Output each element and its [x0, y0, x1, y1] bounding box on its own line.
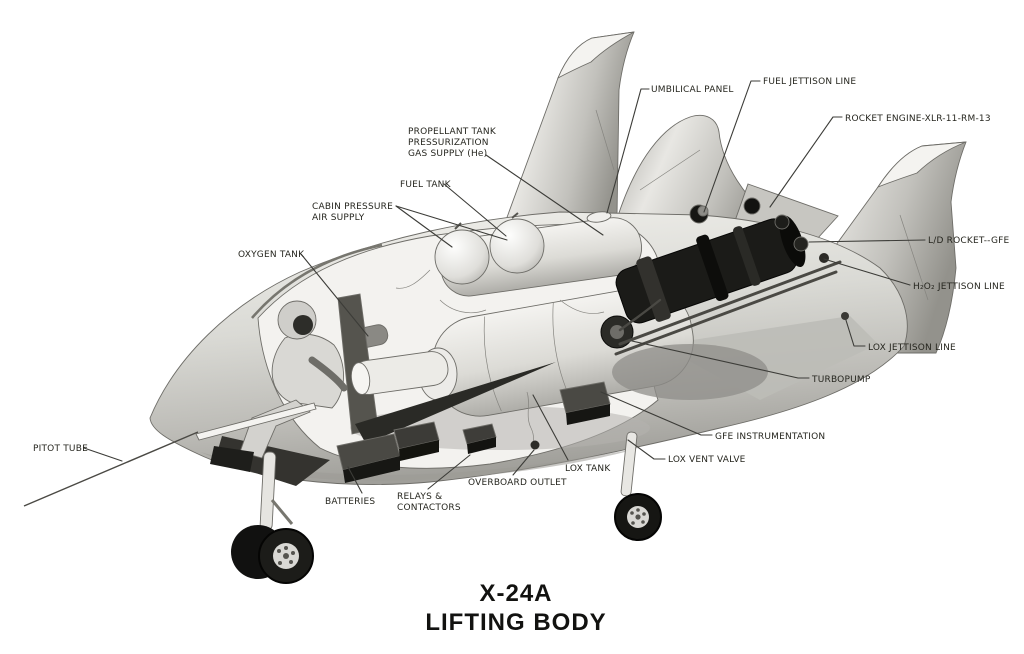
aft-deck [660, 316, 878, 400]
leader-overboard-outlet [512, 449, 535, 476]
seat-rail [355, 362, 556, 444]
label-relays-contactors: RELAYS &CONTACTORS [397, 492, 461, 513]
left-fin [501, 31, 635, 232]
air-supply-sphere-2 [489, 218, 545, 274]
label-batteries: BATTERIES [325, 497, 375, 507]
label-oxygen-tank: OXYGEN TANK [238, 250, 305, 260]
label-rocket-engine: ROCKET ENGINE-XLR-11-RM-13 [845, 114, 991, 124]
battery-boxes [336, 421, 440, 483]
leader-cabin-pressure-air-supply [395, 205, 453, 248]
label-turbopump: TURBOPUMP [811, 375, 871, 385]
leader-turbopump [631, 340, 810, 379]
gfe-instrumentation-box [559, 381, 611, 425]
label-h2o2-jettison-line: H₂O₂ JETTISON LINE [913, 282, 1005, 292]
engine-shadow [612, 344, 768, 400]
pilot-figure [210, 300, 348, 472]
leader-lox-vent-valve [627, 439, 666, 460]
h2o2-line-fitting [819, 253, 829, 263]
leader-propellant-tank-pressurization-gas-supply [485, 154, 604, 236]
turbopump-unit [600, 315, 634, 349]
left-fin-top-face [557, 31, 635, 79]
leader-fuel-jettison-line [703, 80, 761, 213]
leader-ld-rocket [808, 239, 926, 243]
plumbing-lines [395, 269, 605, 314]
pitot-tube-needle [23, 402, 317, 507]
label-overboard-outlet: OVERBOARD OUTLET [468, 478, 567, 488]
right-main-gear [614, 431, 662, 541]
relays-box [462, 423, 497, 454]
jettison-pipes [614, 260, 842, 356]
leader-fuel-tank [443, 183, 507, 237]
leader-h2o2-jettison-line [823, 258, 911, 286]
overboard-outlet-fitting [530, 440, 540, 450]
label-ld-rocket: L/D ROCKET--GFE [928, 236, 1009, 246]
title-aircraft-type: LIFTING BODY [425, 609, 606, 636]
leader-gfe-instrumentation [600, 391, 713, 436]
canopy-rim [251, 243, 383, 319]
air-supply-sphere-1 [434, 229, 490, 285]
leader-pitot-tube [83, 447, 123, 462]
label-pitot-tube: PITOT TUBE [33, 444, 88, 454]
leader-lox-tank [532, 394, 569, 461]
label-fuel-jettison-line: FUEL JETTISON LINE [763, 77, 856, 87]
pilot-arm [308, 356, 348, 392]
right-fin-top-face [876, 141, 967, 188]
ld-rocket-fitting [793, 236, 809, 252]
label-fuel-tank: FUEL TANK [400, 180, 452, 190]
leader-oxygen-tank [300, 253, 369, 337]
label-lox-tank: LOX TANK [565, 464, 611, 474]
label-umbilical-panel: UMBILICAL PANEL [651, 85, 734, 95]
pilot-boots [210, 446, 254, 472]
umbilical-panel-fitting [586, 211, 612, 223]
title-aircraft-designation: X-24A [479, 580, 552, 607]
leader-relays-contactors [427, 454, 471, 490]
pilot-torso [271, 333, 344, 409]
leader-rocket-engine [769, 116, 843, 208]
sphere-fittings [454, 212, 519, 230]
label-lox-jettison-line: LOX JETTISON LINE [868, 343, 956, 353]
leader-lox-jettison-line [844, 316, 866, 347]
lox-line-fitting [841, 312, 849, 320]
label-lox-vent-valve: LOX VENT VALVE [668, 455, 746, 465]
fuel-jettison-fitting [697, 205, 709, 217]
overboard-drain-line [526, 391, 535, 445]
helmet-visor [293, 315, 313, 335]
equipment-cylinder [350, 351, 449, 395]
leader-umbilical-panel [606, 88, 650, 214]
leader-cabin-pressure-air-supply-2 [395, 205, 508, 241]
leader-batteries [347, 466, 363, 494]
nose-gear [231, 451, 314, 584]
label-gfe-instrumentation: GFE INSTRUMENTATION [715, 432, 825, 442]
